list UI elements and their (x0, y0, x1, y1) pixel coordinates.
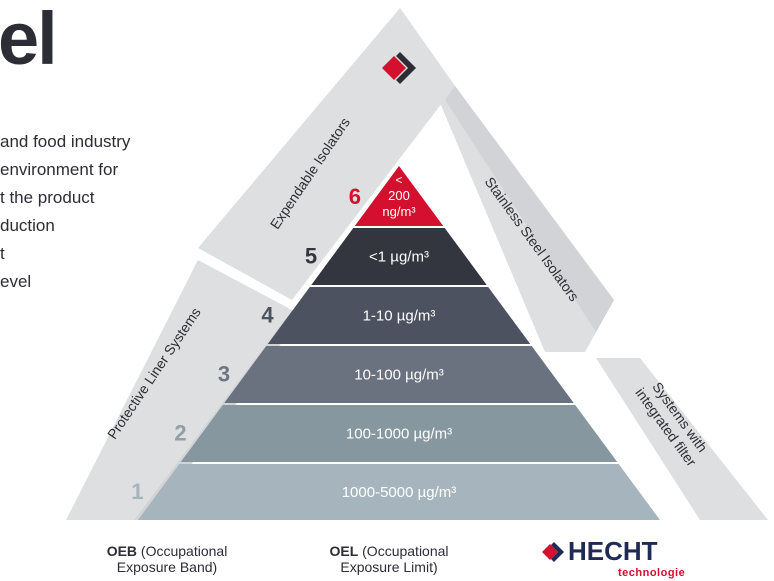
pyramid-level-6 (354, 166, 444, 226)
footer-oel-bold: OEL (329, 543, 359, 559)
pyramid-level-6-label-line-2: 200 (388, 188, 410, 203)
pyramid-level-6-number: 6 (349, 184, 361, 209)
apex-logo-icon (382, 52, 416, 84)
pyramid-level-3-number: 3 (218, 362, 230, 387)
pyramid-level-5-number: 5 (305, 244, 317, 269)
pyramid-level-5-label: <1 µg/m³ (369, 249, 429, 266)
intro-line-2: environment for (0, 160, 119, 179)
pyramid-level-4 (267, 287, 531, 344)
frame-left-upper (198, 8, 455, 300)
intro-line-4: duction (0, 216, 55, 235)
pyramid-level-2-label: 100-1000 µg/m³ (346, 426, 452, 443)
footer-oel-rest: (Occupational (358, 543, 449, 559)
pyramid-level-1-label: 1000-5000 µg/m³ (342, 484, 457, 501)
frame-left-lower (66, 260, 292, 520)
pyramid-level-3-label: 10-100 µg/m³ (354, 367, 444, 384)
footer-oeb-line2: Exposure Band) (116, 559, 218, 576)
intro-line-5: t (0, 244, 5, 263)
pyramid-level-3 (224, 346, 574, 403)
pyramid-level-4-label: 1-10 µg/m³ (363, 308, 436, 325)
footer-oeb: OEB (Occupational Exposure Band) (82, 543, 252, 575)
pyramid-level-4-number: 4 (261, 303, 274, 328)
page-title: el (0, 0, 58, 80)
intro-line-3: t the product (0, 188, 95, 207)
footer-oel-line2: Exposure Limit) (340, 559, 438, 576)
pyramid-level-6-label-line-3: ng/m³ (382, 204, 416, 219)
intro-line-1: and food industry (0, 132, 131, 151)
intro-line-6: evel (0, 272, 32, 291)
footer-oel: OEL (Occupational Exposure Limit) (304, 543, 474, 575)
footer-oeb-bold: OEB (106, 543, 138, 559)
pyramid-level-2-number: 2 (174, 421, 186, 446)
logo-sub: technologie (618, 567, 686, 579)
frame-right-shadow (445, 86, 614, 332)
pyramid-level-6-label-line-1: < (395, 173, 402, 187)
pyramid-level-2 (180, 405, 618, 462)
footer-oeb-rest: (Occupational (137, 543, 228, 559)
pyramid-level-1 (138, 464, 660, 520)
hecht-diamond-icon (542, 542, 564, 562)
pyramid-level-5 (311, 228, 487, 285)
pyramid-level-1-number: 1 (131, 479, 143, 504)
logo-word: HECHT (568, 536, 658, 566)
frame-right-lower (596, 358, 768, 520)
